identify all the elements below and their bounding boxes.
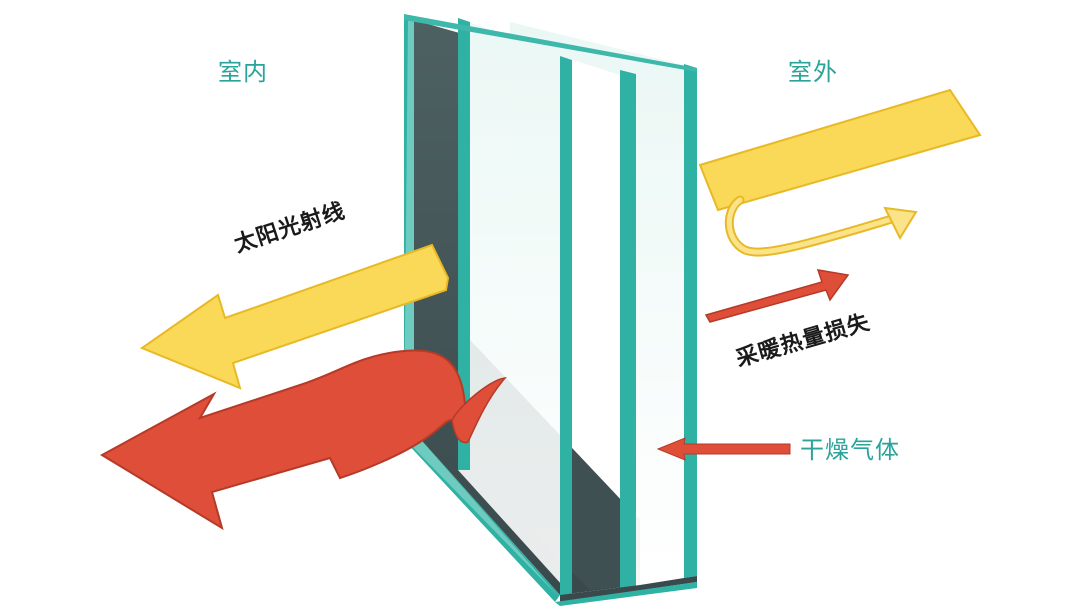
solar-reflection-arrow-outdoor xyxy=(698,88,982,212)
indoor-label: 室内 xyxy=(218,58,268,86)
outdoor-label: 室外 xyxy=(788,58,838,86)
dry-gas-pointer-arrow xyxy=(656,437,791,461)
middle-glass-pane xyxy=(458,18,572,596)
bottom-spacer xyxy=(555,576,697,606)
heating-loss-arrow-indoor xyxy=(99,349,507,531)
heating-loss-arrow-outdoor xyxy=(704,269,850,323)
dry-gas-label: 干燥气体 xyxy=(800,436,900,464)
solar-radiation-arrow xyxy=(139,243,450,390)
solar-reflected-u-arrow xyxy=(724,195,918,257)
